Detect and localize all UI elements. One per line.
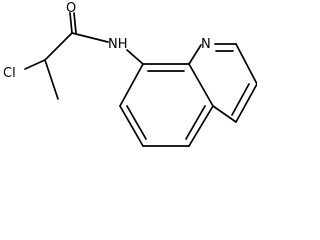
bond-ring-c5-c4a — [188, 105, 214, 147]
bond-carbonyl-oxygen-1 — [69, 12, 73, 34]
bond-ring-c3-c4 — [235, 83, 257, 123]
bond-carbonyl-nitrogen — [71, 32, 109, 43]
bond-ring-c4a-c8a — [188, 63, 214, 107]
bond-ring-c8-c7 — [119, 63, 144, 107]
bond-cl-alpha-carbon — [24, 59, 46, 70]
bond-nitrogen-ring — [126, 49, 144, 65]
bond-ring-c2-c3 — [235, 43, 257, 85]
structure-canvas: Cl O NH N — [3, 1, 257, 147]
bond-alpha-carbon-carbonyl — [44, 32, 73, 61]
bond-ring-c7-c6 — [119, 105, 144, 147]
oxygen-label: O — [66, 1, 76, 16]
bond-carbonyl-oxygen-2 — [73, 12, 77, 34]
bond-ring-double-c7-c6 — [126, 105, 147, 140]
bond-ring-c4-c4a — [212, 105, 237, 123]
ring-nitrogen-label: N — [201, 37, 211, 52]
amide-nitrogen-label: NH — [108, 37, 128, 52]
molecule-diagram: Cl O NH N — [3, 1, 257, 147]
bond-ring-c8a-n1 — [188, 44, 202, 65]
bond-ring-double-c3-c4 — [231, 83, 250, 116]
bond-ring-double-c5-c4a — [185, 105, 206, 140]
bond-alpha-carbon-methyl — [44, 59, 59, 100]
chlorine-label: Cl — [3, 66, 16, 81]
